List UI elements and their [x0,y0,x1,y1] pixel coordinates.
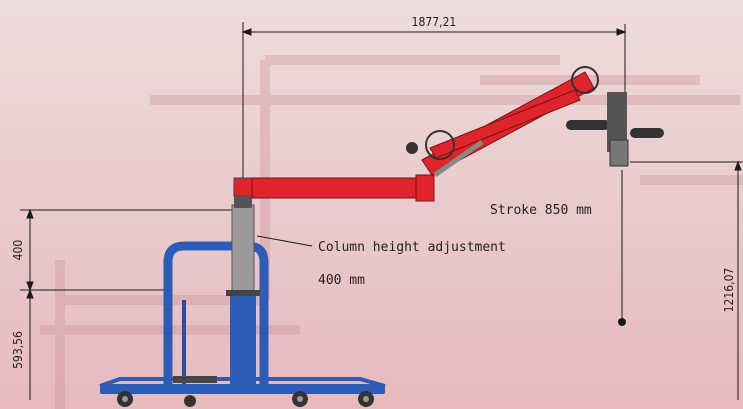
column-adjust-label: Column height adjustment [318,240,506,255]
column-adjust-value: 400 mm [318,273,365,288]
background-ghost-drawing [40,55,743,409]
callout-leader [256,235,313,247]
dimension-lines [20,22,743,400]
dim-lower-height: 593,56 [11,331,25,369]
articulated-arm [251,66,599,202]
dim-top-width: 1877,21 [412,15,457,29]
plumb-weight [618,318,626,326]
stroke-label: Stroke 850 mm [490,203,592,218]
column [226,177,260,392]
dim-column-adjust: 400 [11,240,25,261]
dim-right-height: 1216,07 [722,268,736,313]
tapping-head [566,92,664,167]
